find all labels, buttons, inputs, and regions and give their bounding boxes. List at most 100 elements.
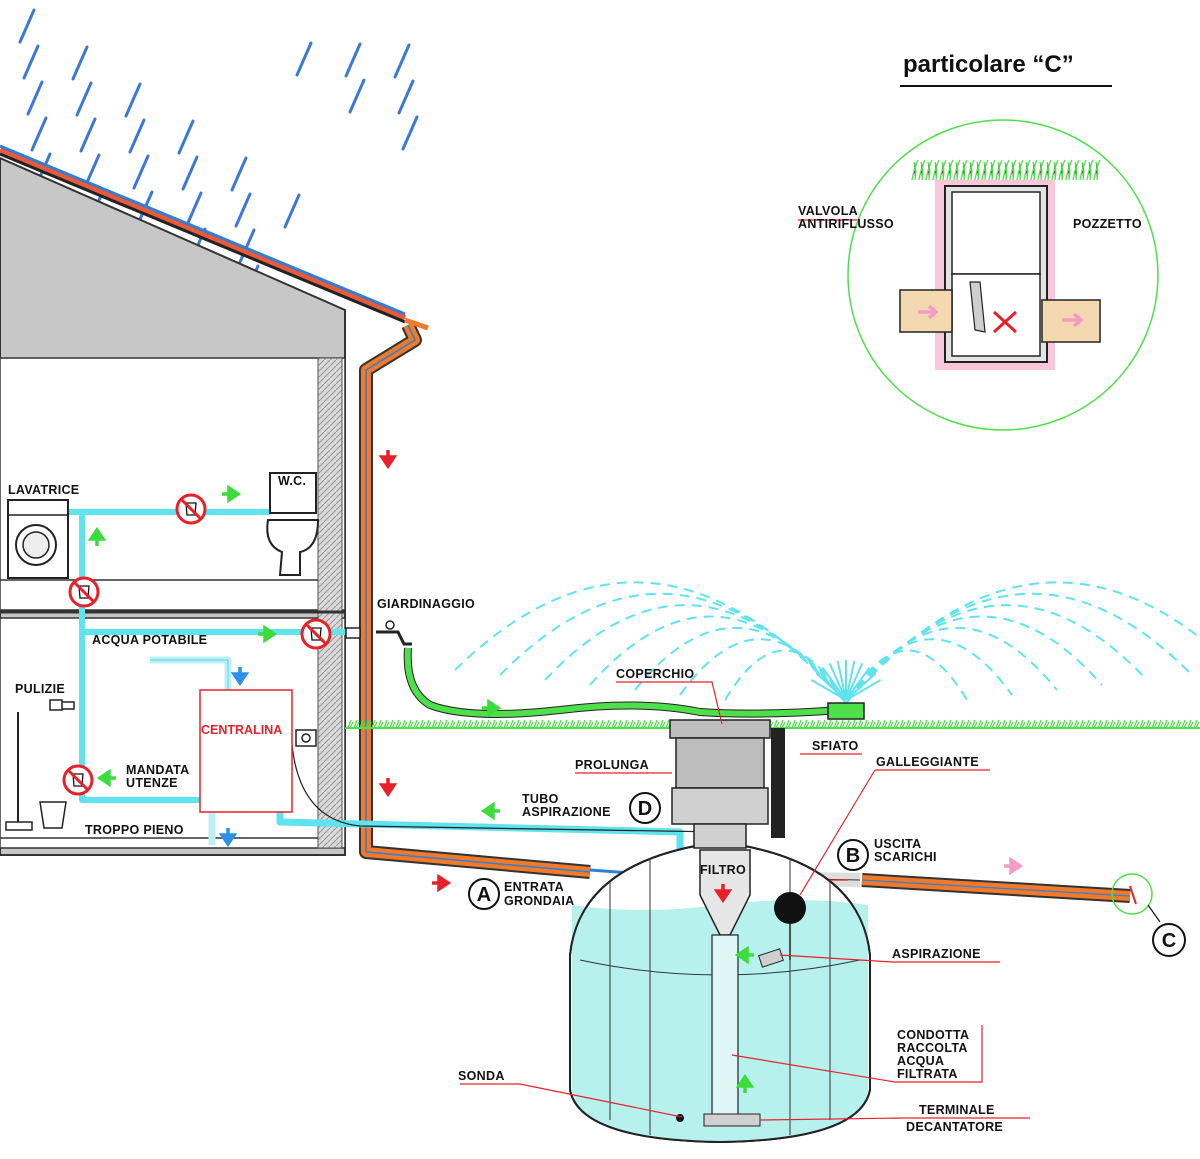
marker-a-letter: A xyxy=(477,884,491,906)
label-utenze: UTENZE xyxy=(126,776,178,790)
grass-blade xyxy=(905,719,912,729)
grass-blade xyxy=(911,719,918,729)
grass-blade xyxy=(1103,719,1110,729)
spray-jet xyxy=(845,672,877,701)
downpipe xyxy=(359,317,591,879)
grass-blade xyxy=(1055,719,1062,729)
label-valvola: VALVOLA xyxy=(798,204,858,218)
grass-blade xyxy=(599,719,606,729)
label-troppo-pieno: TROPPO PIENO xyxy=(85,823,184,837)
grass-blade xyxy=(1193,719,1200,729)
grass-blade xyxy=(923,719,930,729)
grass-blade xyxy=(981,159,989,181)
grass-blade xyxy=(827,719,834,729)
spray-jet xyxy=(815,672,847,701)
grass-blade xyxy=(953,159,961,181)
label-decantatore: DECANTATORE xyxy=(906,1120,1003,1134)
grass-blade xyxy=(953,719,960,729)
grass-blade xyxy=(515,719,522,729)
grass-blade xyxy=(467,719,474,729)
rain-drop xyxy=(230,156,248,192)
grass-blade xyxy=(461,719,468,729)
rain-drop xyxy=(238,228,256,264)
marker-b: B xyxy=(837,839,869,871)
grass-blade xyxy=(425,719,432,729)
flow-arrow xyxy=(734,945,754,965)
label-centralina: CENTRALINA xyxy=(201,723,282,737)
rain-drop xyxy=(128,118,146,154)
spray-jet xyxy=(836,660,847,701)
grass-blade xyxy=(929,719,936,729)
grass-blade xyxy=(960,159,968,181)
spray-arc-left xyxy=(634,627,846,703)
sprinkler-spray xyxy=(454,581,1200,703)
grass-blade xyxy=(845,719,852,729)
grass-blade xyxy=(1037,719,1044,729)
rain-drop xyxy=(348,78,366,114)
flow-arrow xyxy=(432,873,452,893)
flow-arrow xyxy=(258,624,278,644)
grass-blade xyxy=(1025,719,1032,729)
label-uscita: USCITA xyxy=(874,837,921,851)
grass-blade xyxy=(1044,159,1052,181)
grass-blade xyxy=(983,719,990,729)
grass-blade xyxy=(587,719,594,729)
washing-machine-icon xyxy=(7,499,69,579)
grass-blade xyxy=(1145,719,1152,729)
label-galleggiante: GALLEGGIANTE xyxy=(876,755,979,769)
label-giardinaggio: GIARDINAGGIO xyxy=(377,597,475,611)
spray-jet xyxy=(821,667,847,701)
grass-blade xyxy=(659,719,666,729)
marker-b-letter: B xyxy=(846,845,860,867)
grass-blade xyxy=(617,719,624,729)
grass-blade xyxy=(1031,719,1038,729)
spray-arc-right xyxy=(846,615,1103,703)
marker-a: A xyxy=(468,878,500,910)
flow-arrow xyxy=(87,526,107,546)
grass-blade xyxy=(1139,719,1146,729)
spray-jet xyxy=(845,660,856,701)
spray-arc-right xyxy=(846,604,1148,703)
faucet-icon xyxy=(49,620,412,711)
grass-blade xyxy=(1079,719,1086,729)
grass-blade xyxy=(1187,719,1194,729)
label-raccolta: RACCOLTA xyxy=(897,1041,968,1055)
spray-jet xyxy=(828,663,847,701)
grass-blade xyxy=(875,719,882,729)
grass-blade xyxy=(545,719,552,729)
grass-blade xyxy=(1051,159,1059,181)
grass-blade xyxy=(989,719,996,729)
flow-arrow xyxy=(378,778,398,798)
detail-c xyxy=(847,119,1159,431)
grass-blade xyxy=(995,719,1002,729)
grass-blade xyxy=(431,719,438,729)
rain-drop xyxy=(181,155,199,191)
flow-arrow xyxy=(713,884,733,904)
flow-arrows xyxy=(87,450,1024,1093)
grass-blade xyxy=(497,719,504,729)
rain-drop xyxy=(397,79,415,115)
label-antiriflusso: ANTIRIFLUSSO xyxy=(798,217,894,231)
grass-blade xyxy=(557,719,564,729)
grass-blade xyxy=(863,719,870,729)
grass-blade xyxy=(1013,719,1020,729)
label-prolunga: PROLUNGA xyxy=(575,758,649,772)
marker-d-letter: D xyxy=(638,798,652,820)
grass-blade xyxy=(967,159,975,181)
no-drink-sign-icon xyxy=(68,576,100,608)
grass-blade xyxy=(1079,159,1087,181)
grass-blade xyxy=(1037,159,1045,181)
grass-blade xyxy=(1093,159,1101,181)
no-drink-sign-icon xyxy=(62,764,94,796)
garden-hose xyxy=(403,647,865,720)
rain-drop xyxy=(234,192,252,228)
flow-arrow xyxy=(96,768,116,788)
grass-blade xyxy=(797,719,804,729)
grass-blade xyxy=(988,159,996,181)
grass-blade xyxy=(977,719,984,729)
grass-blade xyxy=(485,719,492,729)
rain-drop xyxy=(185,191,203,227)
grass-blade xyxy=(581,719,588,729)
grass-blade xyxy=(1073,719,1080,729)
